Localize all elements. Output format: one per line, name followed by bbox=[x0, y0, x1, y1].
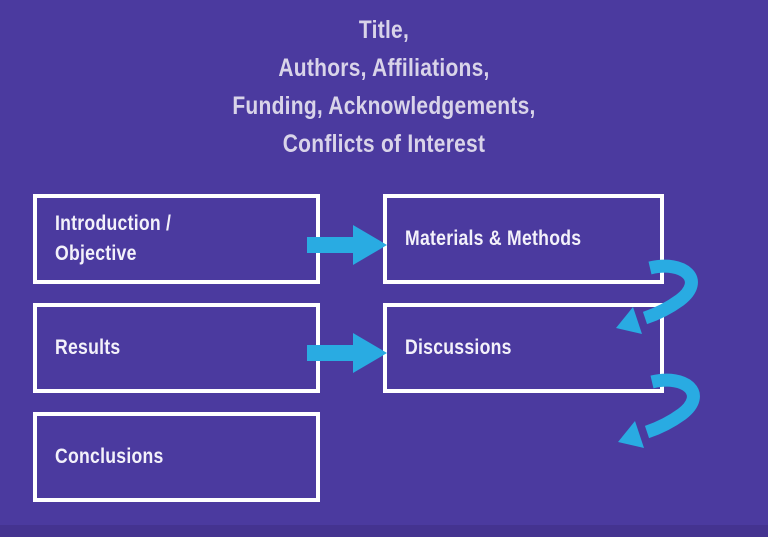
header-line-authors: Authors, Affiliations, bbox=[278, 54, 490, 82]
header-line-funding: Funding, Acknowledgements, bbox=[232, 92, 536, 120]
box-results: Results bbox=[33, 303, 320, 393]
header-line-title: Title, bbox=[358, 16, 410, 44]
box-label: Conclusions bbox=[55, 445, 164, 468]
right-arrow-icon bbox=[307, 222, 389, 273]
box-materials-methods: Materials & Methods bbox=[383, 194, 664, 284]
box-label: Objective bbox=[55, 242, 137, 265]
curved-down-arrow-icon bbox=[612, 258, 707, 343]
diagram-header: Title, Authors, Affiliations, Funding, A… bbox=[0, 11, 768, 163]
box-discussions: Discussions bbox=[383, 303, 664, 393]
bottom-edge-strip bbox=[0, 525, 768, 537]
box-label: Results bbox=[55, 336, 121, 359]
right-arrow-icon bbox=[307, 330, 389, 381]
box-label: Discussions bbox=[405, 336, 512, 359]
box-introduction-objective: Introduction / Objective bbox=[33, 194, 320, 284]
box-label: Introduction / bbox=[55, 212, 172, 235]
header-line-conflicts: Conflicts of Interest bbox=[282, 130, 486, 158]
curved-down-arrow-icon bbox=[614, 372, 709, 457]
box-conclusions: Conclusions bbox=[33, 412, 320, 502]
box-label: Materials & Methods bbox=[405, 227, 582, 250]
